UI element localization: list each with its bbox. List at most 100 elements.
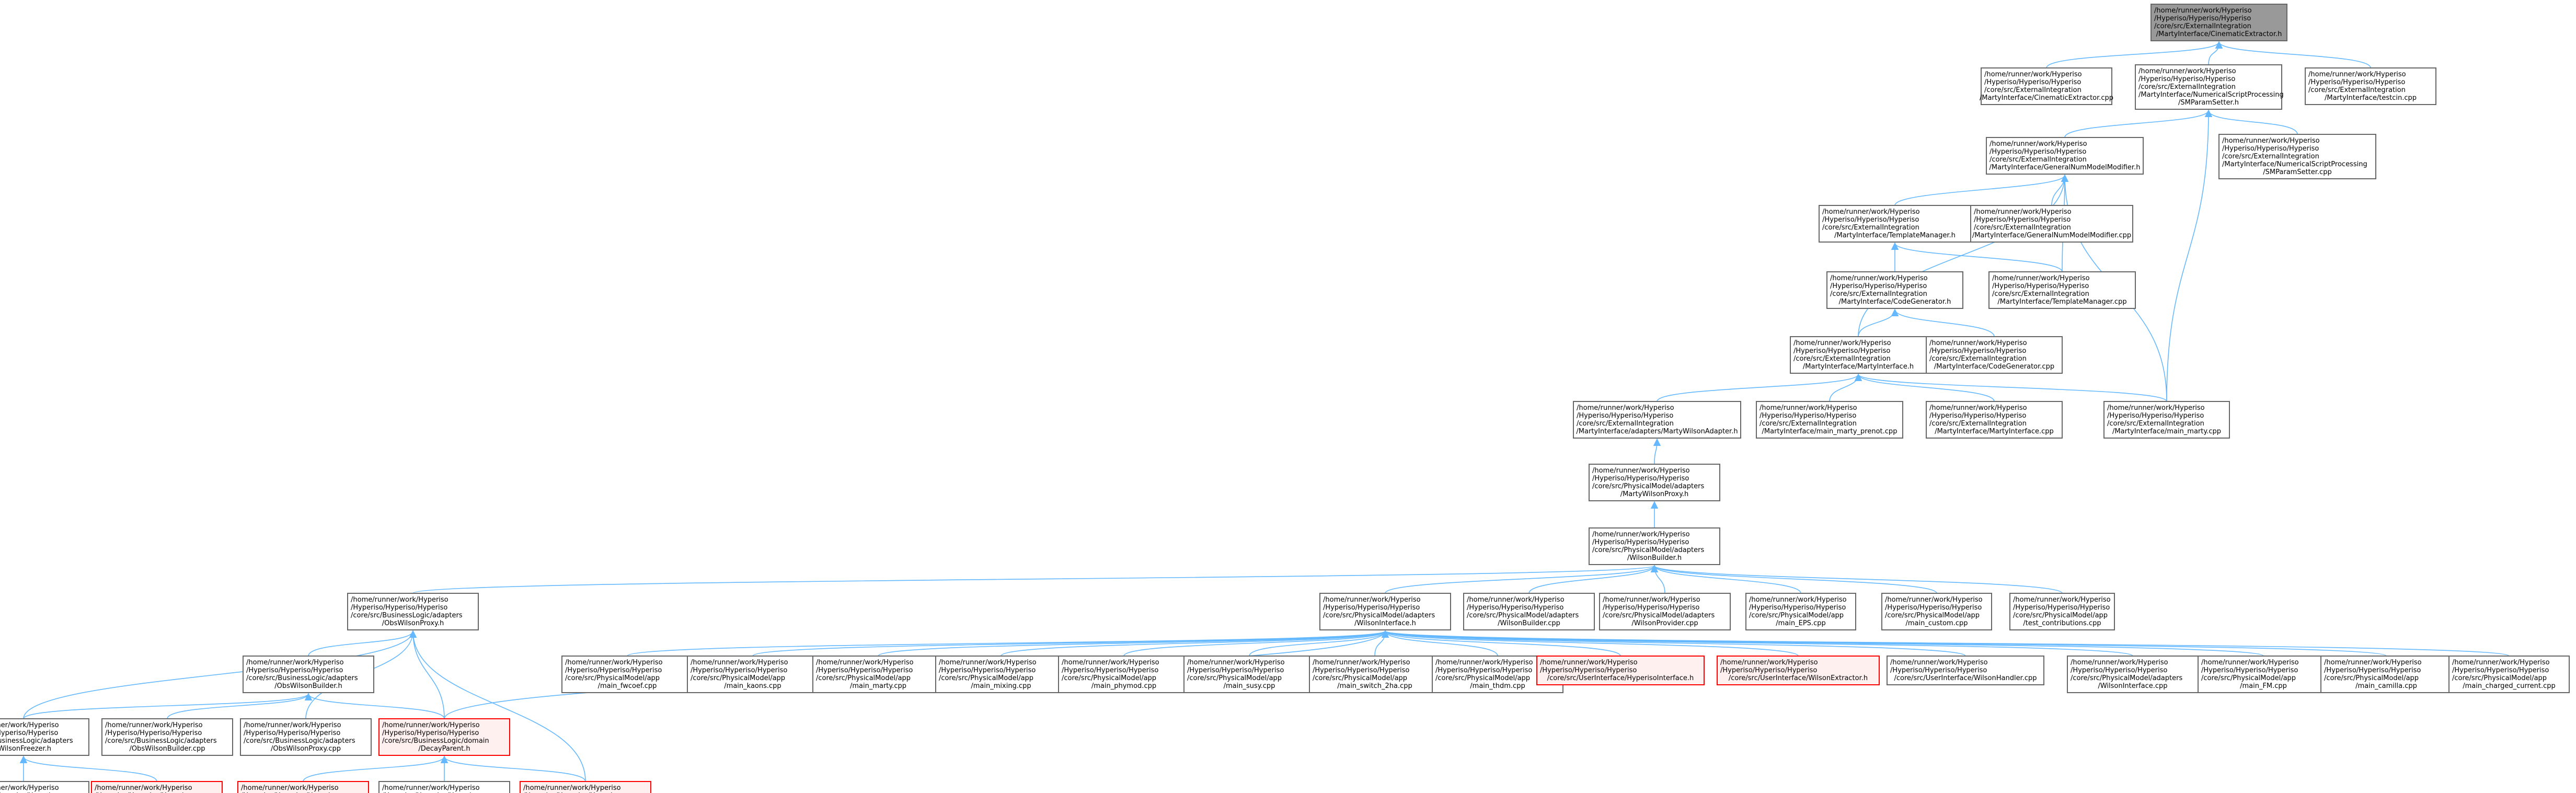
node-main-susy[interactable]: /home/runner/work/Hyperiso/Hyperiso/Hype… (1183, 656, 1315, 693)
node-box (1745, 593, 1856, 630)
node-label-line: /home/runner/work/Hyperiso (1062, 659, 1159, 666)
edge-testcin-to-root (2215, 41, 2371, 68)
node-label-line: /core/src/ExternalIntegration (1929, 355, 2027, 363)
node-main-marty2[interactable]: /home/runner/work/Hyperiso/Hyperiso/Hype… (812, 656, 944, 693)
node-root[interactable]: /home/runner/work/Hyperiso/Hyperiso/Hype… (2150, 4, 2287, 41)
node-label-line: /Hyperiso/Hyperiso/Hyperiso (95, 792, 191, 793)
node-bdist[interactable]: /home/runner/work/Hyperiso/Hyperiso/Hype… (237, 781, 369, 793)
node-cg-cpp[interactable]: /home/runner/work/Hyperiso/Hyperiso/Hype… (1926, 336, 2063, 374)
node-obs-proxy[interactable]: /home/runner/work/Hyperiso/Hyperiso/Hype… (347, 593, 479, 630)
node-wilson-ext[interactable]: /home/runner/work/Hyperiso/Hyperiso/Hype… (1717, 656, 1880, 685)
node-box (935, 656, 1067, 693)
node-smp-cpp[interactable]: /home/runner/work/Hyperiso/Hyperiso/Hype… (2218, 134, 2376, 179)
node-mi-cpp[interactable]: /home/runner/work/Hyperiso/Hyperiso/Hype… (1926, 401, 2063, 439)
node-wb-cpp[interactable]: /home/runner/work/Hyperiso/Hyperiso/Hype… (1463, 593, 1595, 630)
node-bdrho[interactable]: /home/runner/work/Hyperiso/Hyperiso/Hype… (520, 781, 651, 793)
node-main-charged[interactable]: /home/runner/work/Hyperiso/Hyperiso/Hype… (2448, 656, 2570, 693)
node-box (243, 656, 374, 693)
edge-cin_cpp-to-root (2046, 41, 2223, 68)
node-cin-cpp[interactable]: /home/runner/work/Hyperiso/Hyperiso/Hype… (1980, 67, 2113, 105)
node-main-kaons[interactable]: /home/runner/work/Hyperiso/Hyperiso/Hype… (687, 656, 819, 693)
node-label-line: /main_switch_2ha.cpp (1337, 682, 1412, 690)
node-wp-cpp[interactable]: /home/runner/work/Hyperiso/Hyperiso/Hype… (1599, 593, 1731, 630)
node-label-line: /Hyperiso/Hyperiso/Hyperiso (2154, 15, 2251, 22)
node-mwp-h[interactable]: /home/runner/work/Hyperiso/Hyperiso/Hype… (1589, 464, 1720, 501)
node-label-line: /core/src/ExternalIntegration (1793, 355, 1891, 363)
node-label-line: /Hyperiso/Hyperiso/Hyperiso (1187, 666, 1284, 674)
node-label-line: /home/runner/work/Hyperiso (105, 721, 203, 729)
node-label-line: /MartyInterface/NumericalScriptProcessin… (2138, 91, 2284, 99)
node-wb-h[interactable]: /home/runner/work/Hyperiso/Hyperiso/Hype… (1589, 527, 1720, 565)
node-label-line: /core/src/ExternalIntegration (1760, 420, 1857, 428)
node-label-line: /home/runner/work/Hyperiso (1720, 659, 1818, 666)
node-gnm-h[interactable]: /home/runner/work/Hyperiso/Hyperiso/Hype… (1986, 137, 2144, 175)
node-label-line: /Hyperiso/Hyperiso/Hyperiso (105, 729, 202, 737)
node-label-line: /home/runner/work/Hyperiso (241, 784, 339, 792)
node-tm-h[interactable]: /home/runner/work/Hyperiso/Hyperiso/Hype… (1819, 205, 1971, 243)
node-label-line: /core/src/PhysicalModel/app (691, 674, 785, 682)
node-label-line: /home/runner/work/Hyperiso (1929, 339, 2027, 347)
node-obs-builder[interactable]: /home/runner/work/Hyperiso/Hyperiso/Hype… (243, 656, 374, 693)
node-label-line: /core/src/PhysicalModel/adapters (1467, 612, 1579, 619)
node-main-fwcoef[interactable]: /home/runner/work/Hyperiso/Hyperiso/Hype… (561, 656, 693, 693)
node-label-line: /Hyperiso/Hyperiso/Hyperiso (1603, 604, 1699, 612)
node-decay-parent-cpp[interactable]: /home/runner/work/Hyperiso/Hyperiso/Hype… (378, 781, 510, 793)
node-label-line: /core/src/ExternalIntegration (1974, 224, 2071, 232)
node-hyperiso-if[interactable]: /home/runner/work/Hyperiso/Hyperiso/Hype… (1536, 656, 1705, 685)
node-main-mixing[interactable]: /home/runner/work/Hyperiso/Hyperiso/Hype… (935, 656, 1067, 693)
node-label-line: /home/runner/work/Hyperiso (2138, 67, 2236, 75)
edge-decay_parent_h-to-obs_builder (304, 693, 445, 719)
node-mi-h[interactable]: /home/runner/work/Hyperiso/Hyperiso/Hype… (1790, 336, 1927, 374)
node-label-line: /MartyInterface/CodeGenerator.cpp (1934, 363, 2054, 371)
node-main-phymod[interactable]: /home/runner/work/Hyperiso/Hyperiso/Hype… (1058, 656, 1190, 693)
node-box (1717, 656, 1880, 685)
node-smp-h[interactable]: /home/runner/work/Hyperiso/Hyperiso/Hype… (2135, 64, 2284, 110)
edge-main_thdm-to-wi_h (1381, 630, 1498, 657)
edge-mwa_h-to-mi_h (1657, 373, 1862, 402)
edge-cg_cpp-to-cg_h (1891, 308, 1995, 337)
node-label-line: /WilsonBuilder.cpp (1498, 619, 1560, 627)
node-mwa-h[interactable]: /home/runner/work/Hyperiso/Hyperiso/Hype… (1573, 401, 1741, 439)
node-label-line: /home/runner/work/Hyperiso (2154, 7, 2252, 15)
node-label-line: /core/src/ExternalIntegration (1822, 224, 1919, 232)
edge-mi_cpp-to-mi_h (1854, 373, 1995, 402)
node-obs-builder-cpp[interactable]: /home/runner/work/Hyperiso/Hyperiso/Hype… (101, 718, 233, 756)
node-label-line: /home/runner/work/Hyperiso (246, 659, 344, 666)
node-label-line: /MartyInterface/MartyInterface.cpp (1935, 428, 2054, 435)
node-label-line: /WilsonBuilder.h (1627, 554, 1682, 562)
node-obs-proxy-cpp[interactable]: /home/runner/work/Hyperiso/Hyperiso/Hype… (240, 718, 372, 756)
node-gnm-cpp[interactable]: /home/runner/work/Hyperiso/Hyperiso/Hype… (1970, 205, 2133, 243)
node-label-line: /ObsWilsonProxy.h (382, 619, 444, 627)
node-tm-cpp[interactable]: /home/runner/work/Hyperiso/Hyperiso/Hype… (1988, 271, 2136, 309)
node-decay-parent-h[interactable]: /home/runner/work/Hyperiso/Hyperiso/Hype… (378, 718, 510, 756)
node-main-custom[interactable]: /home/runner/work/Hyperiso/Hyperiso/Hype… (1881, 593, 1992, 630)
node-wilson-handler[interactable]: /home/runner/work/Hyperiso/Hyperiso/Hype… (1887, 656, 2044, 685)
node-label-line: /home/runner/work/Hyperiso (2222, 137, 2320, 145)
node-test-contrib[interactable]: /home/runner/work/Hyperiso/Hyperiso/Hype… (2009, 593, 2115, 630)
node-cg-h[interactable]: /home/runner/work/Hyperiso/Hyperiso/Hype… (1826, 271, 1963, 309)
node-label-line: /Hyperiso/Hyperiso/Hyperiso (1793, 347, 1890, 355)
node-label-line: /home/runner/work/Hyperiso (1749, 596, 1847, 604)
node-label-line: /core/src/ExternalIntegration (2107, 420, 2204, 428)
node-main-eps[interactable]: /home/runner/work/Hyperiso/Hyperiso/Hype… (1745, 593, 1856, 630)
node-label-line: /home/runner/work/Hyperiso (816, 659, 914, 666)
node-label-line: /home/runner/work/Hyperiso (1992, 274, 2090, 282)
node-testcin[interactable]: /home/runner/work/Hyperiso/Hyperiso/Hype… (2305, 67, 2436, 105)
node-wilson-freezer-cpp[interactable]: /home/runner/work/Hyperiso/Hyperiso/Hype… (0, 781, 89, 793)
node-wi-h[interactable]: /home/runner/work/Hyperiso/Hyperiso/Hype… (1319, 593, 1451, 630)
node-main-camilla[interactable]: /home/runner/work/Hyperiso/Hyperiso/Hype… (2320, 656, 2452, 693)
node-label-line: /Hyperiso/Hyperiso/Hyperiso (2107, 412, 2204, 420)
node-main-switch[interactable]: /home/runner/work/Hyperiso/Hyperiso/Hype… (1309, 656, 1441, 693)
node-box (520, 781, 651, 793)
node-observable-if[interactable]: /home/runner/work/Hyperiso/Hyperiso/Hype… (91, 781, 223, 793)
node-box (378, 781, 510, 793)
node-main-fm[interactable]: /home/runner/work/Hyperiso/Hyperiso/Hype… (2198, 656, 2329, 693)
node-label-line: /ObsWilsonBuilder.cpp (130, 745, 205, 753)
node-wi-cpp[interactable]: /home/runner/work/Hyperiso/Hyperiso/Hype… (2067, 656, 2199, 693)
node-label-line: /WilsonInterface.h (1354, 619, 1416, 627)
node-label-line: /Hyperiso/Hyperiso/Hyperiso (2138, 75, 2235, 83)
node-main-prenot[interactable]: /home/runner/work/Hyperiso/Hyperiso/Hype… (1756, 401, 1903, 439)
node-label-line: /MartyInterface/TemplateManager.h (1834, 232, 1956, 239)
node-main-marty[interactable]: /home/runner/work/Hyperiso/Hyperiso/Hype… (2103, 401, 2230, 439)
node-wilson-freezer-h[interactable]: /home/runner/work/Hyperiso/Hyperiso/Hype… (0, 718, 89, 756)
